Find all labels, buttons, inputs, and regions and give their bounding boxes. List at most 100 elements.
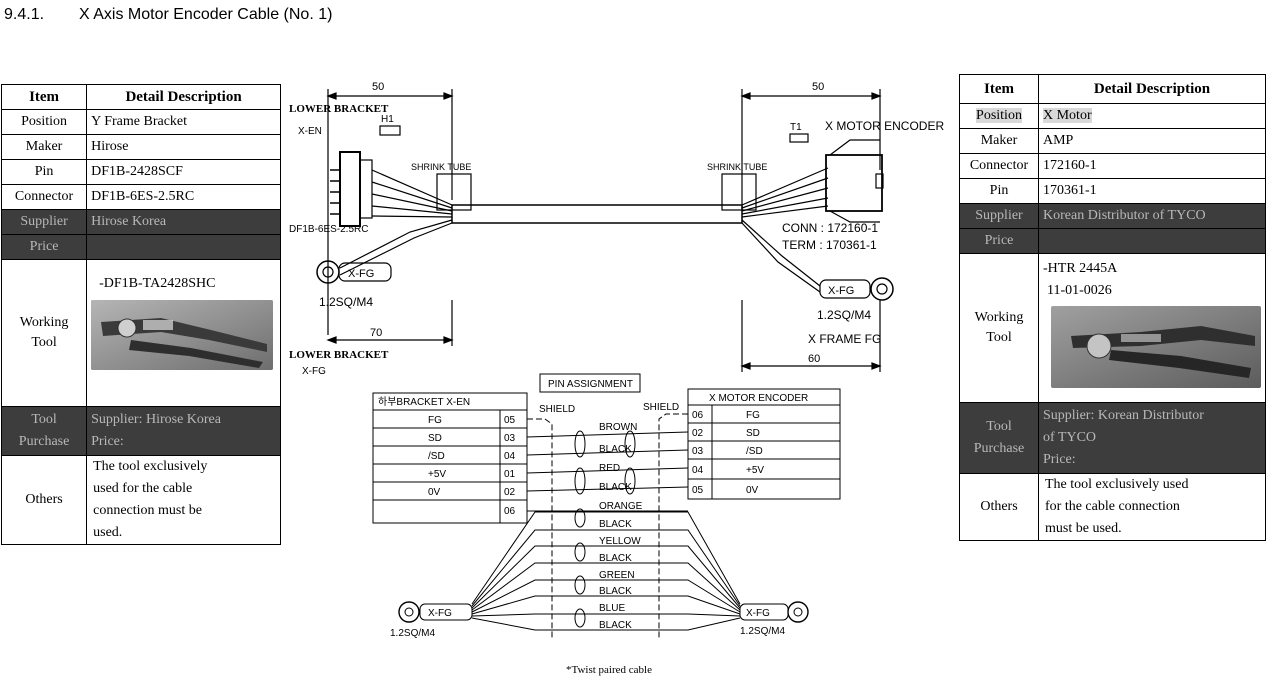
detail-line: Supplier: Hirose Korea	[91, 412, 221, 427]
lower-bracket-bottom-label: LOWER BRACKET	[289, 349, 389, 361]
twist-note: *Twist paired cable	[566, 664, 652, 676]
row-item: Position	[0, 109, 88, 135]
dim-top-left: 50	[372, 81, 384, 93]
h1-label: H1	[381, 114, 394, 125]
wire-color: BLACK	[599, 586, 632, 597]
row-item: Pin	[959, 178, 1039, 204]
item-line: Purchase	[18, 434, 70, 449]
left-pin: 02	[504, 487, 516, 498]
right-signal: FG	[746, 410, 760, 421]
row-detail	[86, 234, 281, 260]
row-detail: AMP	[1038, 128, 1266, 154]
table-row: Connector DF1B-6ES-2.5RC	[0, 184, 281, 210]
detail-line: for the cable connection	[1045, 499, 1180, 514]
left-pin: 06	[504, 506, 516, 517]
row-item: Others	[959, 473, 1039, 541]
left-pin: 03	[504, 433, 516, 444]
detail-line: The tool exclusively used	[1045, 477, 1189, 492]
x-motor-encoder-label: X MOTOR ENCODER	[825, 119, 944, 133]
row-detail: Y Frame Bracket	[86, 109, 281, 135]
row-item: Supplier	[0, 209, 88, 235]
pin-right-header: X MOTOR ENCODER	[709, 393, 808, 404]
detail-line: connection must be	[93, 503, 202, 518]
crimp-tool-photo	[1051, 306, 1261, 388]
table-row: Price	[0, 234, 281, 260]
wire-color: BLACK	[599, 444, 632, 455]
df1b-label: DF1B-6ES-2.5RC	[289, 224, 368, 235]
x-en-label: X-EN	[298, 126, 322, 137]
detail-line: used.	[93, 525, 123, 540]
detail-line: of TYCO	[1043, 430, 1097, 445]
row-item: Pin	[0, 159, 88, 185]
item-line: Tool	[31, 335, 57, 350]
row-item: Tool Purchase	[959, 402, 1039, 474]
lower-bracket-top-label: LOWER BRACKET	[289, 103, 389, 115]
row-detail: DF1B-2428SCF	[86, 159, 281, 185]
detail-line: Supplier: Korean Distributor	[1043, 408, 1204, 423]
detail-line: used for the cable	[93, 481, 193, 496]
table-row: Maker AMP	[959, 128, 1266, 154]
detail-line: Price:	[91, 434, 124, 449]
row-detail: Supplier: Korean Distributor of TYCO Pri…	[1038, 402, 1266, 474]
item-line: Tool	[31, 412, 57, 427]
row-item: Position	[959, 103, 1039, 129]
table-row: Position Y Frame Bracket	[0, 109, 281, 135]
x-fg-bottom-label: X-FG	[302, 366, 326, 377]
row-detail: Hirose Korea	[86, 209, 281, 235]
table-row-tool-purchase: Tool Purchase Supplier: Hirose Korea Pri…	[0, 406, 281, 456]
row-detail: Hirose	[86, 134, 281, 160]
x-fg-left-label: X-FG	[348, 268, 374, 280]
row-detail: The tool exclusively used for the cable …	[86, 455, 281, 545]
shield-right-label: SHIELD	[643, 402, 679, 413]
shrink-tube-right-label: SHRINK TUBE	[707, 162, 767, 172]
row-item: Connector	[959, 153, 1039, 179]
dim-bottom-right: 60	[808, 353, 820, 365]
table-row: Supplier Hirose Korea	[0, 209, 281, 235]
sq-bottom-left: 1.2SQ/M4	[390, 628, 435, 639]
tool-code: 11-01-0026	[1047, 283, 1112, 298]
table-row: Maker Hirose	[0, 134, 281, 160]
header-detail: Detail Description	[1038, 74, 1266, 104]
right-signal: +5V	[746, 465, 764, 476]
section-title: X Axis Motor Encoder Cable (No. 1)	[79, 6, 333, 23]
table-row: Supplier Korean Distributor of TYCO	[959, 203, 1266, 229]
row-item: Price	[0, 234, 88, 260]
section-number: 9.4.1.	[4, 6, 45, 23]
left-signal: SD	[428, 433, 442, 444]
row-item: Working Tool	[0, 259, 88, 407]
wire-color: GREEN	[599, 570, 635, 581]
detail-line: The tool exclusively	[93, 459, 208, 474]
row-detail: Korean Distributor of TYCO	[1038, 203, 1266, 229]
x-frame-fg-label: X FRAME FG	[808, 332, 881, 346]
right-spec-table: Item Detail Description Position X Motor…	[959, 74, 1266, 541]
wire-color: BLACK	[599, 620, 632, 631]
row-item: Maker	[959, 128, 1039, 154]
sq-right-label: 1.2SQ/M4	[817, 308, 871, 322]
detail-text: X Motor	[1043, 108, 1092, 123]
left-signal: 0V	[428, 487, 441, 498]
header-item: Item	[0, 84, 88, 110]
detail-line: Price:	[1043, 452, 1076, 467]
term-label: TERM : 170361-1	[782, 238, 877, 252]
item-line: Tool	[986, 330, 1012, 345]
item-line: Working	[974, 310, 1024, 325]
section-heading: 9.4.1. X Axis Motor Encoder Cable (No. 1)	[4, 6, 332, 24]
left-signal: /SD	[428, 451, 445, 462]
row-detail: Supplier: Hirose Korea Price:	[86, 406, 281, 456]
row-detail: X Motor	[1038, 103, 1266, 129]
wire-color: BLUE	[599, 603, 625, 614]
pin-left-header: 하부BRACKET X-EN	[378, 395, 470, 408]
shield-left-label: SHIELD	[539, 404, 575, 415]
table-row-working-tool: Working Tool -DF1B-TA2428SHC	[0, 259, 281, 407]
item-line: Working	[19, 315, 69, 330]
row-item: Tool Purchase	[0, 406, 88, 456]
left-signal: FG	[428, 415, 442, 426]
shrink-tube-left-label: SHRINK TUBE	[411, 162, 471, 172]
wire-color: YELLOW	[599, 536, 641, 547]
wire-color: BLACK	[599, 519, 632, 530]
right-signal: SD	[746, 428, 760, 439]
right-pin: 02	[692, 428, 704, 439]
fg-right-label: X-FG	[746, 608, 770, 619]
t1-label: T1	[790, 122, 802, 133]
table-row-tool-purchase: Tool Purchase Supplier: Korean Distribut…	[959, 402, 1266, 474]
